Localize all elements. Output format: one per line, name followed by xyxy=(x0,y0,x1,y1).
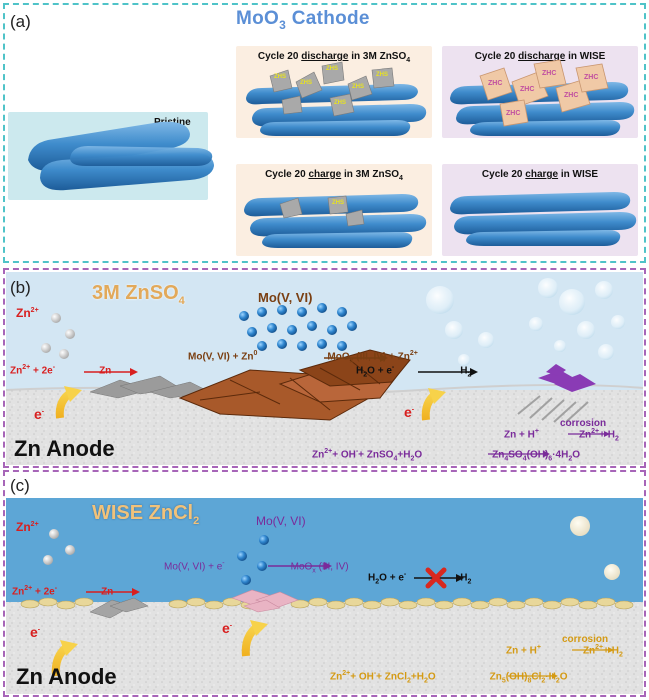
zn-deposition-eq: Zn2+ + 2e-Zn xyxy=(10,364,112,377)
electron-label: e- xyxy=(404,404,415,420)
panel-a xyxy=(3,3,646,263)
panel-b-label: (b) xyxy=(10,278,31,297)
cell-charge-wise-label: Cycle 20 charge in WISE xyxy=(481,169,599,180)
electron-label: e- xyxy=(30,624,41,640)
panel-c xyxy=(3,470,646,697)
panel-c-label: (c) xyxy=(10,476,30,495)
panel-c-title: WISE ZnCl2 xyxy=(92,502,200,527)
zhs-label: ZHS xyxy=(274,74,286,80)
cell-discharge-wise-label: Cycle 20 discharge in WISE xyxy=(474,51,606,62)
zhc-label: ZHC xyxy=(520,86,535,93)
corrosion-label: corrosion xyxy=(562,634,609,645)
mo-label: Mo(V, VI) xyxy=(256,514,306,528)
zhs-label: ZHS xyxy=(352,84,364,90)
zn-anode-label-c: Zn Anode xyxy=(16,664,117,689)
zhs-label: ZHS xyxy=(334,100,346,106)
zhc-label: ZHC xyxy=(488,80,503,87)
zhc-label: ZHC xyxy=(542,70,557,77)
zn-anode-label-b: Zn Anode xyxy=(14,436,115,461)
panel-a-label: (a) xyxy=(10,12,31,31)
her-eq: H2O + e-H2 xyxy=(356,364,472,379)
zn2-ion-label: Zn2+ xyxy=(16,520,39,534)
cell-discharge-znso4-label: Cycle 20 discharge in 3M ZnSO4 xyxy=(257,51,411,64)
mo-label: Mo(V, VI) xyxy=(258,290,313,305)
zn2-ion-label: Zn2+ xyxy=(16,306,39,320)
corrosion-eq: Zn + H+Zn2++ H2 xyxy=(506,644,623,659)
zhc-label: ZHC xyxy=(564,92,579,99)
zhs-label: ZHS xyxy=(376,72,388,78)
electron-label: e- xyxy=(222,620,233,636)
zhs-label: ZHS xyxy=(326,66,338,72)
cell-charge-znso4-label: Cycle 20 charge in 3M ZnSO4 xyxy=(265,169,403,182)
zhs-label: ZHS xyxy=(300,80,312,86)
corrosion-label: corrosion xyxy=(560,418,607,429)
her-eq: H2O + e-H2 xyxy=(368,571,472,586)
panel-b xyxy=(3,268,646,468)
mo-reduction-eq: Mo(V, VI) + e-MoOx (III, IV) xyxy=(164,560,349,575)
electron-label: e- xyxy=(34,406,45,422)
zhc-label: ZHC xyxy=(506,110,521,117)
corrosion-eq: Zn + H+Zn2++ H2 xyxy=(504,428,619,443)
panel-a-title: MoO3 Cathode xyxy=(236,8,370,32)
zn-deposition-eq: Zn2+ + 2e-Zn xyxy=(12,585,114,598)
zhs-label: ZHS xyxy=(332,200,344,206)
panel-b-title: 3M ZnSO4 xyxy=(92,282,185,307)
zhc-label: ZHC xyxy=(584,74,599,81)
